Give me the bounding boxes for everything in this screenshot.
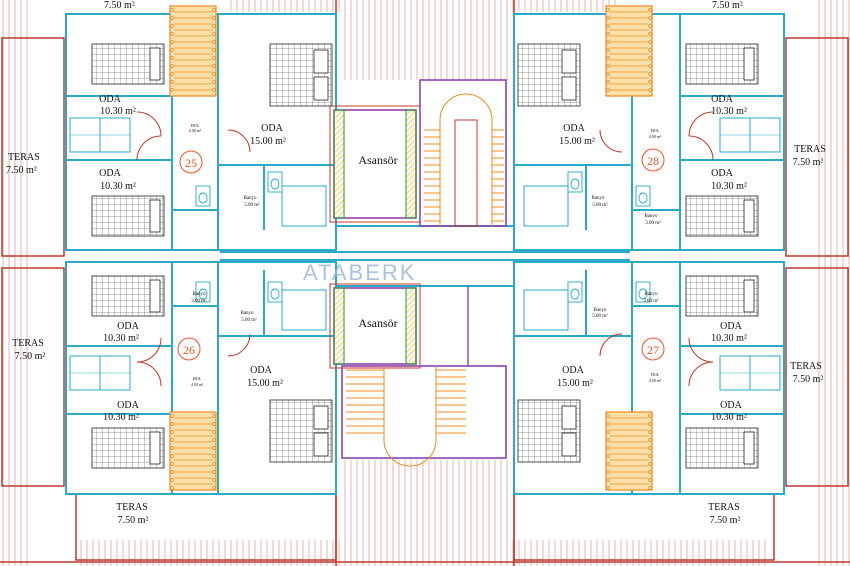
oda-label: ODA <box>261 123 283 134</box>
top-right-area: 7.50 m² <box>712 0 743 11</box>
unit-number-25: 25 <box>185 156 197 170</box>
teras-area: 7.50 m² <box>793 157 824 168</box>
banyo-area: 3.00 m² <box>643 298 659 304</box>
furniture <box>69 43 781 469</box>
banyo-label: Banyo <box>243 196 257 201</box>
oda-area: 10.30 m² <box>711 181 747 192</box>
oda-label: ODA <box>711 168 733 179</box>
teras-label: TERAS <box>790 361 822 372</box>
hol-area: 4.00 m² <box>191 382 204 387</box>
oda-area: 10.30 m² <box>103 333 139 344</box>
room-labels: 7.50 m² 7.50 m² ODA 10.30 m² ODA 15.00 m… <box>6 0 826 526</box>
hol-label: HOL <box>651 128 660 133</box>
banyo-area: 5.00 m² <box>592 313 608 319</box>
teras-area: 7.50 m² <box>118 515 149 526</box>
oda-area: 10.30 m² <box>100 181 136 192</box>
oda-area: 10.30 m² <box>711 412 747 423</box>
oda-label: ODA <box>711 94 733 105</box>
banyo-area: 5.00 m² <box>244 202 260 208</box>
hol-area: 4.00 m² <box>189 128 202 133</box>
elevator-label: Asansör <box>358 316 397 330</box>
oda-label: ODA <box>99 168 121 179</box>
unit-badge <box>177 337 201 361</box>
teras-area: 7.50 m² <box>793 374 824 385</box>
teras-area: 7.50 m² <box>6 165 37 176</box>
unit-number-28: 28 <box>647 154 659 168</box>
doors <box>136 111 714 387</box>
oda-area: 15.00 m² <box>559 136 595 147</box>
elevator-bottom <box>329 283 421 369</box>
oda-label: ODA <box>720 321 742 332</box>
elevator-top <box>329 105 421 223</box>
brand-logo: ATABERK <box>303 260 416 285</box>
unit-number-27: 27 <box>647 343 659 357</box>
oda-area: 10.30 m² <box>100 106 136 117</box>
oda-label: ODA <box>250 365 272 376</box>
hol-area: 4.00 m² <box>649 134 662 139</box>
unit-badge <box>179 150 203 174</box>
oda-area: 15.00 m² <box>557 378 593 389</box>
oda-area: 15.00 m² <box>250 136 286 147</box>
banyo-label: Banyo <box>644 214 658 219</box>
oda-label: ODA <box>563 123 585 134</box>
unit-stair-steps <box>170 8 652 490</box>
oda-area: 10.30 m² <box>103 412 139 423</box>
central-stair-top <box>419 79 507 227</box>
banyo-area: 5.00 m² <box>592 202 608 208</box>
banyo-label: Banyo <box>593 308 607 313</box>
banyo-label: Banyo <box>644 292 658 297</box>
top-left-area: 7.50 m² <box>104 0 135 11</box>
oda-area: 10.30 m² <box>711 106 747 117</box>
hol-label: HOL <box>191 123 200 128</box>
oda-area: 10.30 m² <box>711 333 747 344</box>
stair-steps <box>346 129 504 434</box>
banyo-area: 5.00 m² <box>241 317 257 323</box>
hol-label: HOL <box>651 372 660 377</box>
teras-label: TERAS <box>116 502 148 513</box>
central-stair-bottom <box>341 286 507 467</box>
banyo-label: Banyo <box>591 196 605 201</box>
unit-badge <box>641 337 665 361</box>
unit-number-26: 26 <box>183 343 195 357</box>
teras-label: TERAS <box>12 338 44 349</box>
unit-stairs <box>169 5 653 491</box>
oda-label: ODA <box>117 400 139 411</box>
oda-label: ODA <box>117 321 139 332</box>
oda-label: ODA <box>562 365 584 376</box>
teras-label: TERAS <box>794 144 826 155</box>
hol-area: 4.00 m² <box>649 378 662 383</box>
elevator-label: Asansör <box>358 153 397 167</box>
banyo-label: Banyo <box>240 311 254 316</box>
banyo-label: Banyo <box>192 292 206 297</box>
oda-label: ODA <box>720 400 742 411</box>
banyo-area: 3.00 m² <box>191 298 207 304</box>
hol-label: HOL <box>193 376 202 381</box>
oda-label: ODA <box>99 94 121 105</box>
teras-label: TERAS <box>708 502 740 513</box>
oda-area: 15.00 m² <box>247 378 283 389</box>
teras-area: 7.50 m² <box>15 351 46 362</box>
walls <box>65 13 785 495</box>
unit-badge <box>641 148 665 172</box>
teras-area: 7.50 m² <box>710 515 741 526</box>
teras-label: TERAS <box>8 152 40 163</box>
banyo-area: 3.00 m² <box>645 220 661 226</box>
